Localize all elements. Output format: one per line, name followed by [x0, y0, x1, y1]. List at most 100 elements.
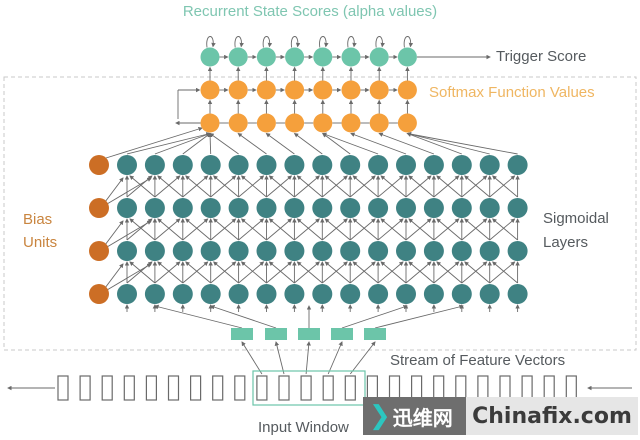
connection-edge: [210, 175, 237, 198]
to-softmax-edge: [322, 132, 351, 155]
stream-frame: [145, 375, 157, 401]
bias-edge: [106, 177, 152, 205]
connection-edge: [182, 175, 209, 198]
sigmoid-node: [340, 284, 361, 304]
self-loop-arrow: [347, 36, 357, 48]
connection-edge: [268, 261, 295, 284]
input-window-box: [252, 370, 366, 406]
connection-edge: [436, 175, 463, 198]
sigmoid-node: [228, 198, 249, 218]
watermark-cn-text: 迅维网: [392, 405, 453, 430]
sigmoid-node: [396, 241, 416, 261]
connection-edge: [352, 175, 379, 198]
softmax-node: [369, 113, 389, 133]
sigmoid-node: [507, 198, 528, 218]
connection-edge: [352, 261, 379, 284]
stream-frame: [212, 375, 224, 401]
self-loop-arrow: [375, 36, 385, 48]
feature-vector: [298, 328, 320, 340]
sigmoid-node: [284, 155, 305, 175]
to-softmax-edge: [126, 132, 211, 155]
sigmoid-node: [256, 198, 277, 218]
sigmoid-node: [368, 198, 389, 218]
sigmoid-node: [368, 241, 389, 261]
recurrent-node: [341, 47, 361, 67]
stream-frame: [190, 375, 202, 401]
sigmoid-node: [284, 241, 305, 261]
connection-edge: [322, 175, 348, 198]
softmax-node: [341, 80, 361, 100]
sigmoid-node: [396, 198, 416, 218]
recurrent-node: [369, 47, 389, 67]
sigmoid-node: [200, 241, 221, 261]
connection-edge: [266, 218, 293, 241]
connection-edge: [266, 175, 293, 198]
sigmoid-node: [284, 284, 305, 304]
sigmoid-node: [144, 284, 165, 304]
connection-edge: [294, 175, 320, 198]
connection-edge: [213, 218, 239, 241]
connection-edge: [268, 175, 295, 198]
window-edge: [241, 341, 263, 375]
connection-edge: [213, 261, 239, 284]
sigmoid-node: [451, 241, 472, 261]
bias-edge: [106, 220, 152, 248]
connection-edge: [464, 261, 490, 284]
connection-edge: [492, 218, 518, 241]
stream-frame: [300, 375, 312, 401]
connection-edge: [433, 261, 460, 284]
feature-edge: [154, 304, 243, 329]
sigmoid-node: [144, 155, 165, 175]
self-loop-arrow: [262, 36, 273, 48]
sigmoid-node: [423, 284, 444, 304]
sigmoid-node: [479, 241, 500, 261]
to-softmax-edge: [406, 132, 462, 155]
sigmoid-node: [479, 198, 500, 218]
sigmoid-node: [228, 241, 249, 261]
recurrent-node: [397, 47, 417, 67]
sigmoid-node: [423, 241, 444, 261]
connection-edge: [185, 175, 211, 198]
bias-edge: [104, 263, 124, 289]
self-loop-arrow: [234, 36, 244, 48]
stream-frame: [101, 375, 113, 401]
connection-edge: [489, 175, 516, 198]
connection-edge: [489, 218, 516, 241]
connection-edge: [296, 218, 323, 241]
connection-edge: [408, 261, 435, 284]
sigmoid-node: [256, 155, 277, 175]
connection-edge: [240, 175, 267, 198]
softmax-node: [200, 113, 220, 133]
connection-edge: [461, 218, 488, 241]
recurrent-node: [228, 47, 248, 67]
connection-edge: [294, 218, 320, 241]
network-dashed-border: [3, 76, 637, 351]
feature-vector: [331, 328, 353, 340]
sigmoid-node: [200, 284, 221, 304]
connection-edge: [464, 175, 490, 198]
feature-edge: [341, 305, 408, 329]
connection-edge: [210, 261, 237, 284]
sigmoid-node: [172, 284, 193, 304]
stream-frame: [57, 375, 69, 401]
bias-unit: [89, 284, 109, 304]
window-edge: [274, 341, 285, 375]
connection-edge: [349, 261, 376, 284]
to-softmax-edge: [207, 132, 213, 155]
connection-edge: [489, 261, 516, 284]
connection-edge: [296, 261, 323, 284]
softmax-node: [228, 80, 248, 100]
softmax-node: [285, 113, 305, 133]
connection-edge: [408, 175, 435, 198]
connection-edge: [405, 175, 432, 198]
connection-edge: [210, 218, 237, 241]
stream-label: Stream of Feature Vectors: [390, 352, 565, 369]
sigmoid-node: [340, 198, 361, 218]
connection-edge: [352, 218, 379, 241]
connection-edge: [238, 218, 265, 241]
connection-edge: [185, 261, 211, 284]
diagram-title: Recurrent State Scores (alpha values): [183, 3, 437, 20]
sigmoidal-layers-label-1: Sigmoidal: [543, 210, 609, 227]
softmax-label: Softmax Function Values: [429, 84, 595, 101]
